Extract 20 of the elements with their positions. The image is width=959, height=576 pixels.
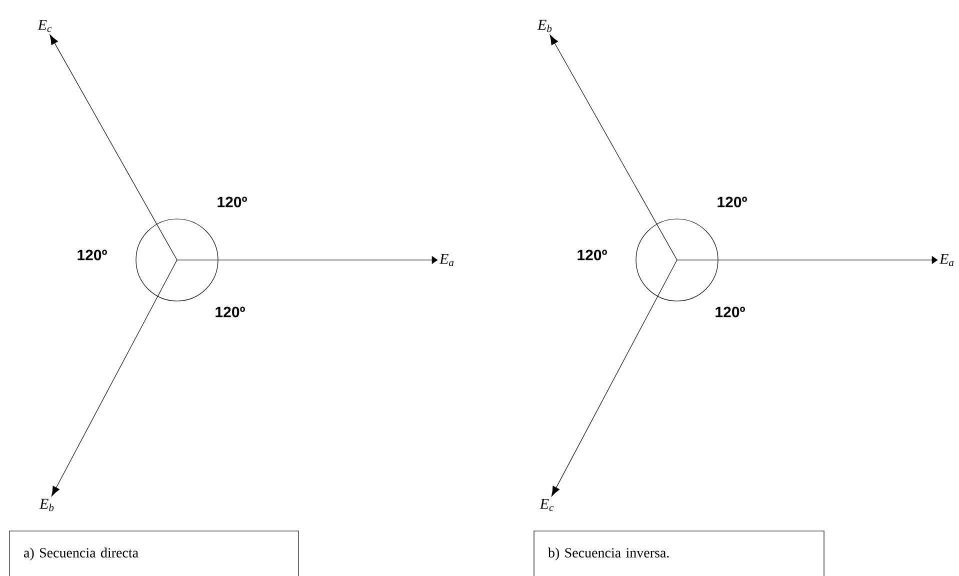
arrow (50, 34, 178, 260)
angle-label: 120º (578, 250, 607, 260)
arrow (51, 260, 178, 496)
vector-label: E$_{a}$ (439, 254, 454, 266)
angle-label: 120º (216, 306, 245, 318)
vector-label: E$_{a}$ (939, 254, 954, 266)
caption-box: a) Secuencia directa (9, 530, 299, 576)
arrow (550, 34, 678, 260)
vector-label: E$_{b}$ (537, 20, 552, 32)
angle-circle (136, 218, 218, 302)
vector-label: E$_{c}$ (540, 498, 554, 512)
caption-box: b) Secuencia inversa. (534, 530, 824, 576)
vector-label: E$_{b}$ (39, 498, 54, 512)
vector-label: E$_{c}$ (38, 20, 52, 32)
angle-circle (636, 218, 718, 302)
angle-label: 120º (718, 196, 747, 208)
angle-label: 120º (716, 306, 745, 318)
arrow (551, 260, 678, 496)
angle-label: 120º (218, 196, 247, 208)
angle-label: 120º (78, 250, 107, 260)
